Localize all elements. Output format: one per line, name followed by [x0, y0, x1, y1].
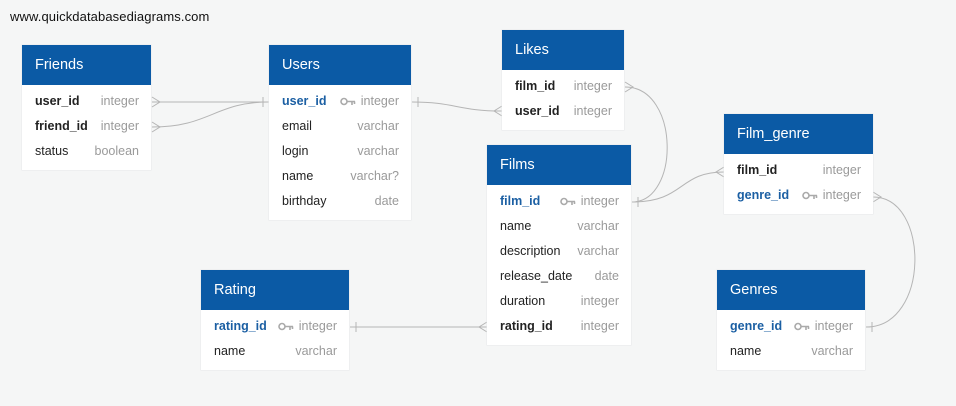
link-films-filmgenre: [631, 171, 725, 203]
field-name: friend_id: [35, 119, 88, 133]
table-row[interactable]: name varchar?: [269, 164, 411, 189]
link-likes-films: [624, 86, 668, 203]
table-row[interactable]: rating_id integer: [201, 314, 349, 339]
field-name: status: [35, 144, 69, 158]
watermark: www.quickdatabasediagrams.com: [10, 9, 210, 24]
field-name: user_id: [515, 104, 560, 118]
key-icon: [801, 191, 818, 200]
field-type: varchar: [357, 144, 399, 158]
key-icon: [339, 97, 356, 106]
link-filmgenre-genres: [865, 196, 916, 328]
field-name: rating_id: [214, 319, 267, 333]
table-row[interactable]: name varchar: [201, 339, 349, 364]
table-films[interactable]: Films film_id integer name varchar descr…: [487, 145, 631, 345]
field-type: integer: [360, 94, 399, 108]
field-type: varchar: [811, 344, 853, 358]
field-name: name: [730, 344, 762, 358]
table-row[interactable]: genre_id integer: [717, 314, 865, 339]
table-row[interactable]: film_id integer: [724, 158, 873, 183]
field-type: integer: [100, 94, 139, 108]
table-row[interactable]: film_id integer: [487, 189, 631, 214]
field-type: integer: [822, 188, 861, 202]
link-friends-friend-users: [151, 101, 270, 128]
table-row[interactable]: email varchar: [269, 114, 411, 139]
table-row[interactable]: status boolean: [22, 139, 151, 164]
field-type: integer: [573, 79, 612, 93]
field-name: rating_id: [500, 319, 553, 333]
table-row[interactable]: user_id integer: [502, 99, 624, 124]
table-row[interactable]: user_id integer: [269, 89, 411, 114]
field-name: login: [282, 144, 309, 158]
table-title: Films: [487, 145, 631, 185]
table-row[interactable]: friend_id integer: [22, 114, 151, 139]
field-name: genre_id: [737, 188, 790, 202]
table-row[interactable]: genre_id integer: [724, 183, 873, 208]
field-type: varchar: [577, 244, 619, 258]
table-film-genre[interactable]: Film_genre film_id integer genre_id inte…: [724, 114, 873, 214]
field-type: varchar: [295, 344, 337, 358]
table-users[interactable]: Users user_id integer email varchar logi…: [269, 45, 411, 220]
table-row[interactable]: name varchar: [487, 214, 631, 239]
field-name: name: [500, 219, 532, 233]
table-rating[interactable]: Rating rating_id integer name varchar: [201, 270, 349, 370]
table-title: Friends: [22, 45, 151, 85]
table-row[interactable]: user_id integer: [22, 89, 151, 114]
table-row[interactable]: film_id integer: [502, 74, 624, 99]
link-users-likes: [411, 101, 503, 112]
field-type: varchar: [357, 119, 399, 133]
table-likes[interactable]: Likes film_id integer user_id integer: [502, 30, 624, 130]
field-name: name: [282, 169, 314, 183]
key-icon: [559, 197, 576, 206]
field-type: varchar?: [350, 169, 399, 183]
table-title: Film_genre: [724, 114, 873, 154]
table-row[interactable]: login varchar: [269, 139, 411, 164]
field-name: description: [500, 244, 561, 258]
field-type: date: [594, 269, 619, 283]
table-row[interactable]: rating_id integer: [487, 314, 631, 339]
field-name: duration: [500, 294, 546, 308]
field-name: user_id: [35, 94, 80, 108]
field-name: name: [214, 344, 246, 358]
field-name: genre_id: [730, 319, 783, 333]
key-icon: [793, 322, 810, 331]
field-type: integer: [580, 294, 619, 308]
table-row[interactable]: description varchar: [487, 239, 631, 264]
table-friends[interactable]: Friends user_id integer friend_id intege…: [22, 45, 151, 170]
field-type: integer: [573, 104, 612, 118]
field-type: boolean: [94, 144, 140, 158]
field-type: integer: [580, 319, 619, 333]
field-name: release_date: [500, 269, 573, 283]
table-title: Users: [269, 45, 411, 85]
field-name: user_id: [282, 94, 327, 108]
field-type: integer: [298, 319, 337, 333]
table-title: Likes: [502, 30, 624, 70]
field-name: film_id: [737, 163, 778, 177]
field-name: birthday: [282, 194, 327, 208]
table-row[interactable]: birthday date: [269, 189, 411, 214]
field-type: integer: [814, 319, 853, 333]
table-title: Rating: [201, 270, 349, 310]
table-title: Genres: [717, 270, 865, 310]
field-type: integer: [100, 119, 139, 133]
field-type: varchar: [577, 219, 619, 233]
field-type: date: [374, 194, 399, 208]
table-row[interactable]: release_date date: [487, 264, 631, 289]
table-row[interactable]: name varchar: [717, 339, 865, 364]
field-name: film_id: [515, 79, 556, 93]
table-genres[interactable]: Genres genre_id integer name varchar: [717, 270, 865, 370]
field-name: email: [282, 119, 312, 133]
key-icon: [277, 322, 294, 331]
table-row[interactable]: duration integer: [487, 289, 631, 314]
field-name: film_id: [500, 194, 541, 208]
field-type: integer: [580, 194, 619, 208]
field-type: integer: [822, 163, 861, 177]
